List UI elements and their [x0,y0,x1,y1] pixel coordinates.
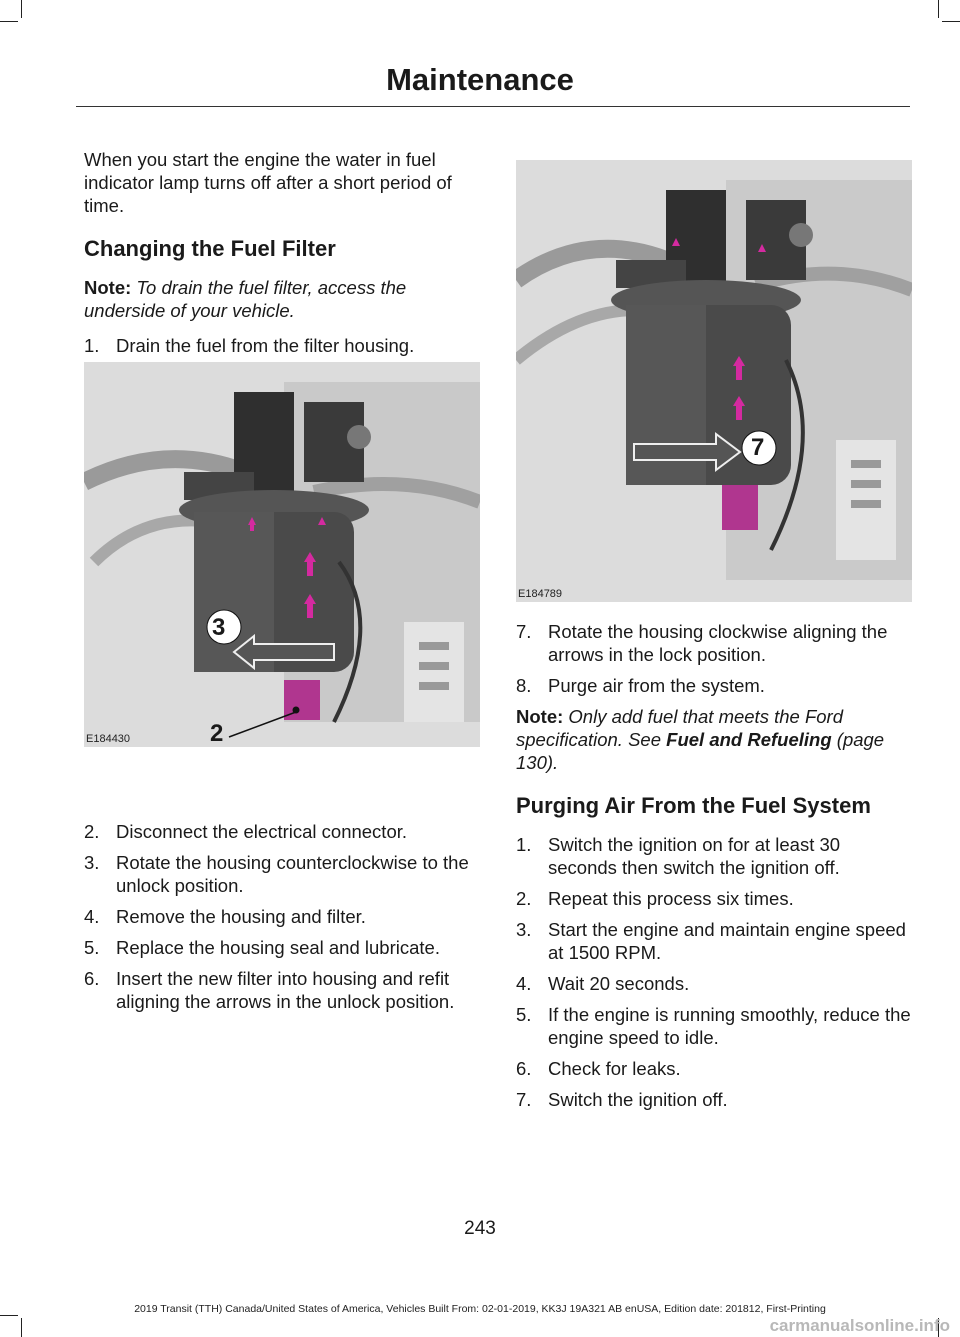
left-steps: 2. Disconnect the electrical connector. 3… [84,820,482,1021]
step-text: Remove the housing and filter. [116,906,366,927]
crop-mark [21,1318,22,1337]
list-item: 4. Remove the housing and filter. [84,905,482,928]
list-item: 3. Start the engine and maintain engine s… [516,918,912,964]
list-item: 6. Insert the new filter into housing and… [84,967,482,1013]
fuel-filter-lock-illustration: 7 E184789 [516,160,912,602]
list-item: 4. Wait 20 seconds. [516,972,912,995]
note: Note: Only add fuel that meets the Ford … [516,705,912,774]
cross-reference-link[interactable]: Fuel and Refueling [666,729,832,750]
list-item: 7. Rotate the housing clockwise aligning … [516,620,912,666]
right-column: 7. Rotate the housing clockwise aligning … [516,620,912,1119]
header-divider [76,106,910,107]
step-text: Replace the housing seal and lubricate. [116,937,440,958]
crop-mark [938,0,939,18]
step-text: Switch the ignition off. [548,1089,728,1110]
list-item: 6. Check for leaks. [516,1057,912,1080]
list-item: 1. Drain the fuel from the filter housing… [84,334,479,357]
step-text: Disconnect the electrical connector. [116,821,408,842]
list-item: 2. Disconnect the electrical connector. [84,820,482,843]
note-label: Note: [84,277,132,298]
note: Note: To drain the fuel filter, access t… [84,276,479,322]
step-number: 3. [84,852,100,873]
step-number: 7. [516,621,532,642]
crop-mark [21,0,22,18]
crop-mark [942,21,960,22]
step-text: Insert the new filter into housing and r… [116,968,455,1012]
list-item: 3. Rotate the housing counterclockwise to… [84,851,482,897]
step-number: 1. [84,335,100,356]
list-item: 8. Purge air from the system. [516,674,912,697]
list-item: 5. Replace the housing seal and lubricate… [84,936,482,959]
step-text: Start the engine and maintain engine spe… [548,919,906,963]
callout-label: 7 [751,434,765,461]
fuel-filter-unlock-illustration: 3 2 E184430 [84,362,480,747]
step-text: Drain the fuel from the filter housing. [116,335,415,356]
list-item: 5. If the engine is running smoothly, red… [516,1003,912,1049]
step-number: 2. [516,888,532,909]
crop-mark [0,1315,18,1316]
note-text: Only add fuel that meets the Ford specif… [516,706,843,750]
step-list: 1. Drain the fuel from the filter housing… [84,334,479,357]
page-reference: (page 130). [516,729,885,773]
callout-label: 2 [210,720,224,747]
figure-code: E184430 [86,733,131,745]
step-number: 6. [516,1058,532,1079]
step-number: 3. [516,919,532,940]
list-item: 7. Switch the ignition off. [516,1088,912,1111]
section-heading: Changing the Fuel Filter [84,236,336,261]
list-item: 2. Repeat this process six times. [516,887,912,910]
step-text: Purge air from the system. [548,675,765,696]
step-text: Rotate the housing clockwise aligning th… [548,621,888,665]
note-label: Note: [516,706,564,727]
watermark: carmanualsonline.info [769,1316,950,1335]
step-number: 4. [84,906,100,927]
left-column: When you start the engine the water in f… [84,148,479,365]
step-list: 1. Switch the ignition on for at least 30… [516,833,912,1111]
step-text: Wait 20 seconds. [548,973,690,994]
list-item: 1. Switch the ignition on for at least 30… [516,833,912,879]
page-header-title: Maintenance [386,62,574,97]
intro-paragraph: When you start the engine the water in f… [84,149,452,216]
footer-text: 2019 Transit (TTH) Canada/United States … [134,1303,826,1315]
step-number: 5. [84,937,100,958]
step-text: Switch the ignition on for at least 30 s… [548,834,841,878]
note-text: To drain the fuel filter, access the und… [84,277,407,321]
step-number: 4. [516,973,532,994]
step-text: Repeat this process six times. [548,888,794,909]
step-number: 5. [516,1004,532,1025]
page-number: 243 [464,1218,496,1239]
figure-code: E184789 [518,588,563,600]
crop-mark [0,21,18,22]
fuel-filter-drawing [84,362,480,747]
step-number: 7. [516,1089,532,1110]
step-number: 1. [516,834,532,855]
step-text: If the engine is running smoothly, reduc… [548,1004,911,1048]
fuel-filter-drawing [516,160,912,602]
step-text: Rotate the housing counterclockwise to t… [116,852,469,896]
crop-mark [938,1318,939,1337]
step-text: Check for leaks. [548,1058,681,1079]
section-heading: Purging Air From the Fuel System [516,793,871,818]
step-number: 8. [516,675,532,696]
step-number: 2. [84,821,100,842]
step-number: 6. [84,968,100,989]
callout-label: 3 [212,614,226,641]
step-list: 2. Disconnect the electrical connector. 3… [84,820,482,1013]
step-list: 7. Rotate the housing clockwise aligning … [516,620,912,697]
